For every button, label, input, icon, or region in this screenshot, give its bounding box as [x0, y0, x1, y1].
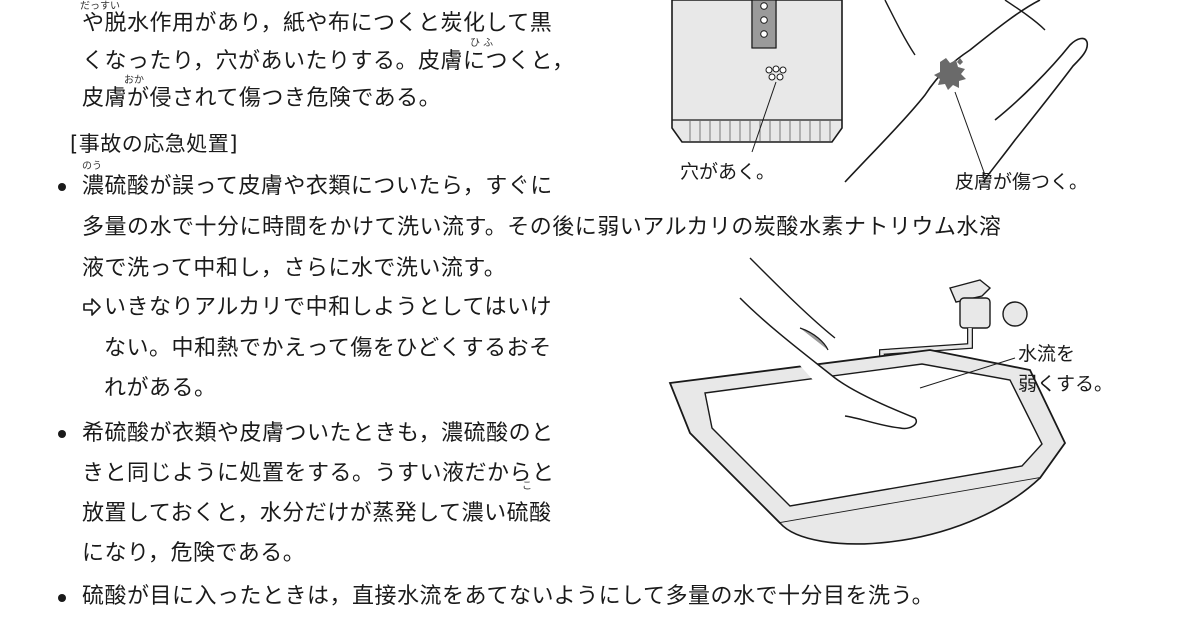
bullet-2-line-1: 希硫酸が衣類や皮膚ついたときも，濃硫酸のと	[82, 421, 554, 446]
bullet-dot-icon	[58, 430, 66, 438]
note-line-2: ない。中和熱でかえって傷をひどくするおそ	[104, 336, 552, 361]
furigana-ko: こ	[522, 481, 532, 492]
bullet-dot-icon	[58, 594, 66, 602]
caption-skin: 皮膚が傷つく。	[955, 171, 1089, 193]
furigana-okasa: おか	[124, 75, 144, 86]
sweater-with-hole-illustration	[671, 0, 843, 153]
furigana-nou: のう	[82, 161, 102, 172]
bullet-1-line-1: 濃硫酸が誤って皮膚や衣類についたら，すぐに	[82, 174, 553, 199]
hand-with-burn-illustration	[844, 0, 1089, 183]
intro-line-1: や脱水作用があり，紙や布につくと炭化して黒	[82, 11, 553, 36]
caption-water-line-2: 弱くする。	[1018, 373, 1114, 395]
bullet-2-line-3: 放置しておくと，水分だけが蒸発して濃い硫酸	[82, 501, 552, 526]
sink-faucet-illustration	[668, 257, 1067, 545]
furigana-dassui: だっすい	[80, 1, 120, 12]
bullet-2-line-2: きと同じように処置をする。うすい液だからと	[82, 461, 555, 486]
bullet-1-line-2: 多量の水で十分に時間をかけて洗い流す。その後に弱いアルカリの炭酸水素ナトリウム水…	[82, 215, 1002, 240]
intro-line-2: くなったり，穴があいたりする。皮膚につくと，	[82, 49, 575, 74]
caption-hole: 穴があく。	[680, 161, 776, 183]
intro-line-3: 皮膚が侵されて傷つき危険である。	[82, 86, 442, 111]
note-line-3: れがある。	[104, 376, 217, 401]
caption-water-line-1: 水流を	[1018, 343, 1076, 365]
bullet-2-line-4: になり，危険である。	[82, 541, 306, 566]
hollow-right-arrow-icon	[83, 298, 101, 316]
section-heading: [事故の応急処置]	[70, 132, 238, 156]
bullet-3-line-1: 硫酸が目に入ったときは，直接水流をあてないようにして多量の水で十分目を洗う。	[82, 584, 935, 609]
bullet-1-line-3: 液で洗って中和し，さらに水で洗い流す。	[82, 256, 507, 281]
bullet-dot-icon	[58, 183, 66, 191]
furigana-hifu: ひ ふ	[470, 38, 494, 49]
note-line-1: いきなりアルカリで中和しようとしてはいけ	[104, 295, 553, 320]
